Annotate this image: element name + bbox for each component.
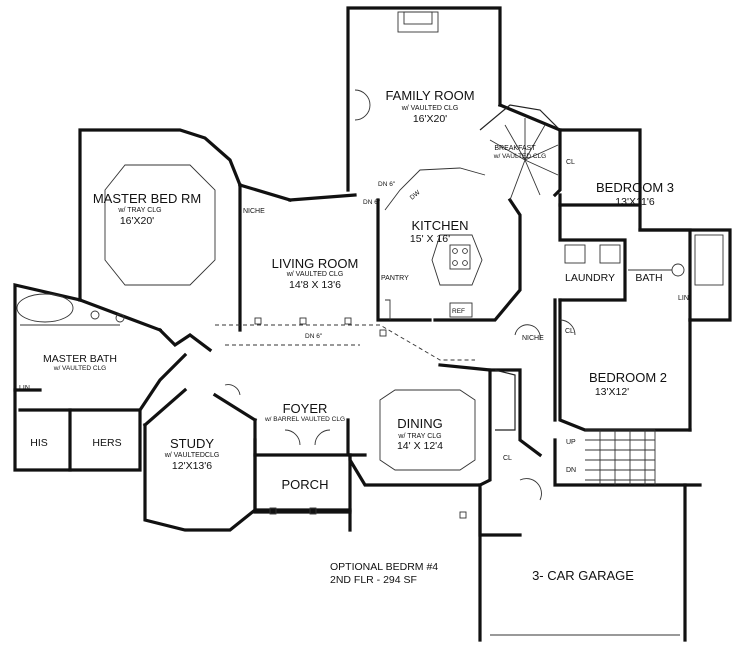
- dining-size: 14' X 12'4: [397, 440, 443, 452]
- exterior-walls: [13, 6, 732, 642]
- pantry-tag: PANTRY: [381, 275, 409, 282]
- dining-note: w/ TRAY CLG: [397, 433, 441, 440]
- bedroom3-size: 13'X11'6: [615, 196, 655, 208]
- optional-line1: OPTIONAL BEDRM #4: [330, 561, 438, 573]
- master-bed-name: MASTER BED RM: [93, 191, 201, 206]
- living-room-note: w/ VAULTED CLG: [286, 271, 344, 278]
- niche-bed2-tag: NICHE: [522, 335, 544, 342]
- porch-name: PORCH: [282, 477, 329, 492]
- family-room-size: 16'X20': [413, 113, 447, 125]
- master-bed-note: w/ TRAY CLG: [117, 207, 161, 214]
- linen-master-tag: LIN: [19, 385, 30, 392]
- laundry-name: LAUNDRY: [565, 272, 615, 284]
- niche-master-tag: NICHE: [243, 208, 265, 215]
- master-bath-name: MASTER BATH: [43, 353, 117, 365]
- master-bath-note: w/ VAULTED CLG: [53, 365, 107, 372]
- kitchen-size: 15' X 16': [410, 233, 450, 245]
- foyer-note: w/ BARREL VAULTED CLG: [264, 416, 345, 423]
- his-closet-name: HIS: [30, 437, 48, 449]
- study-name: STUDY: [170, 436, 214, 451]
- bedroom3-name: BEDROOM 3: [596, 180, 674, 195]
- breakfast-name: BREAKFAST: [494, 145, 536, 152]
- stair-up-tag: UP: [566, 439, 576, 446]
- kitchen-name: KITCHEN: [411, 218, 468, 233]
- garage-name: 3- CAR GARAGE: [532, 568, 634, 583]
- breakfast-note: w/ VAULTED CLG: [493, 153, 547, 160]
- step-down-kitchen-tag: DN 6": [378, 181, 396, 188]
- linen-bath-tag: LIN: [678, 295, 689, 302]
- step-down-hall-tag: DN 6": [305, 333, 323, 340]
- stair-down-tag: DN: [566, 467, 576, 474]
- room-labels: FAMILY ROOM w/ VAULTED CLG 16'X20' BREAK…: [30, 88, 674, 583]
- foyer-name: FOYER: [283, 401, 328, 416]
- hers-closet-name: HERS: [92, 437, 121, 449]
- closet-bed3-tag: CL: [566, 159, 575, 166]
- bath-name: BATH: [635, 272, 662, 284]
- family-room-name: FAMILY ROOM: [385, 88, 474, 103]
- master-bed-size: 16'X20': [120, 215, 154, 227]
- refrigerator-tag: REF: [452, 308, 465, 315]
- optional-bedroom-note: OPTIONAL BEDRM #4 2ND FLR - 294 SF: [330, 561, 438, 586]
- family-room-note: w/ VAULTED CLG: [401, 105, 459, 112]
- closet-bed2-tag: CL: [565, 328, 574, 335]
- study-note: w/ VAULTEDCLG: [164, 452, 220, 459]
- living-room-size: 14'8 X 13'6: [289, 279, 341, 291]
- fixtures: [16, 11, 724, 636]
- living-room-name: LIVING ROOM: [272, 256, 359, 271]
- study-size: 12'X13'6: [172, 460, 212, 472]
- step-down-family-tag: DN 6": [363, 199, 381, 206]
- closet-garage-tag: CL: [503, 455, 512, 462]
- bedroom2-size: 13'X12': [595, 386, 629, 398]
- dining-name: DINING: [397, 416, 443, 431]
- dishwasher-tag: DW: [409, 189, 422, 202]
- optional-line2: 2ND FLR - 294 SF: [330, 574, 417, 586]
- bedroom2-name: BEDROOM 2: [589, 370, 667, 385]
- small-tags: NICHE NICHE PANTRY DW REF CL CL CL LIN L…: [19, 159, 689, 474]
